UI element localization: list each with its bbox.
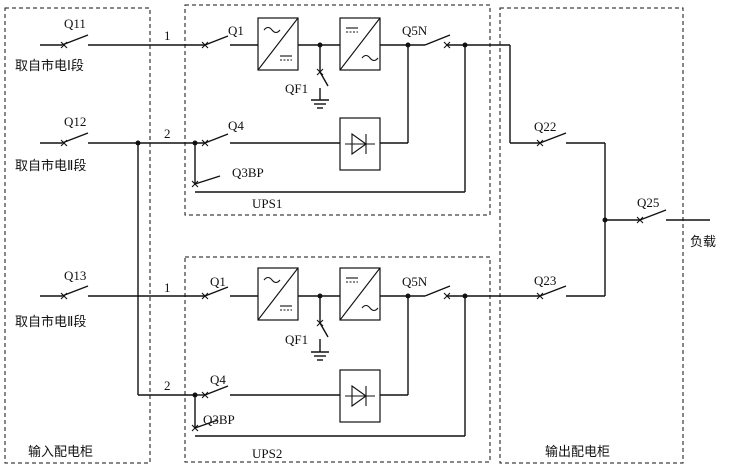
- q23-label: Q23: [534, 273, 556, 288]
- ups1-qf1-label: QF1: [285, 81, 308, 96]
- q11-label: Q11: [64, 16, 86, 31]
- ups1-q1-label: Q1: [228, 23, 244, 38]
- ups1-line-1-number: 1: [164, 28, 171, 43]
- ups1-q4-breaker: [201, 133, 340, 147]
- ups1-inverter: [339, 17, 381, 71]
- q22-label: Q22: [534, 119, 556, 134]
- ups2-static-switch: [339, 369, 381, 423]
- ups2-rectifier: [257, 267, 299, 321]
- ups1-frame: [184, 4, 491, 216]
- input-cabinet-label: 输入配电柜: [28, 444, 93, 460]
- ups2-qf1-label: QF1: [285, 332, 308, 347]
- input-cabinet-frame: [4, 7, 151, 464]
- ups1-qf1-breaker: [311, 45, 329, 109]
- source-2-label: 取自市电Ⅱ段: [15, 158, 86, 174]
- ups2-q3bp-label: Q3BP: [203, 412, 235, 427]
- load-label: 负载: [690, 235, 716, 250]
- output-cabinet-frame: [499, 7, 684, 464]
- ups1-q3bp-label: Q3BP: [232, 165, 264, 180]
- ups2-q5n-label: Q5N: [402, 274, 428, 289]
- ups1-q1-breaker: [201, 35, 258, 49]
- ups1-line-2-number: 2: [164, 126, 171, 141]
- q25-label: Q25: [637, 195, 659, 210]
- source-1-label: 取自市电Ⅰ段: [15, 58, 84, 74]
- ups2-q4-label: Q4: [210, 372, 226, 387]
- ups1-q5n-breaker: [424, 34, 510, 49]
- ups2-q4-breaker: [195, 385, 340, 399]
- ups2-line-2-number: 2: [164, 378, 171, 393]
- ups1-static-switch: [339, 117, 381, 171]
- ups1-rectifier: [257, 17, 299, 71]
- q13-breaker: [40, 285, 205, 300]
- ups2-inverter: [339, 267, 381, 321]
- ups2-q5n-breaker: [424, 285, 510, 300]
- q12-breaker: [40, 132, 205, 147]
- ups1-q3bp-breaker: [191, 45, 466, 193]
- q11-breaker: [40, 34, 205, 49]
- ups2-frame: [184, 256, 491, 463]
- ups1-q5n-label: Q5N: [402, 23, 428, 38]
- ups1-q4-label: Q4: [228, 118, 244, 133]
- q22-breaker: [509, 45, 605, 147]
- output-cabinet-label: 输出配电柜: [545, 444, 610, 460]
- ups2-q3bp-breaker: [191, 296, 466, 437]
- ups2-line-1-number: 1: [164, 280, 171, 295]
- q12-label: Q12: [64, 114, 86, 129]
- ups2-q1-label: Q1: [210, 274, 226, 289]
- q25-breaker: [605, 209, 710, 224]
- ups2-q1-breaker: [201, 286, 258, 300]
- q23-breaker: [510, 285, 605, 300]
- ups2-name-label: UPS2: [252, 446, 282, 461]
- bypass-feed-wire: [135, 140, 198, 398]
- ups1-name-label: UPS1: [252, 196, 282, 211]
- ups2-qf1-breaker: [311, 296, 329, 361]
- q13-label: Q13: [64, 268, 86, 283]
- source-3-label: 取自市电Ⅱ段: [15, 314, 86, 330]
